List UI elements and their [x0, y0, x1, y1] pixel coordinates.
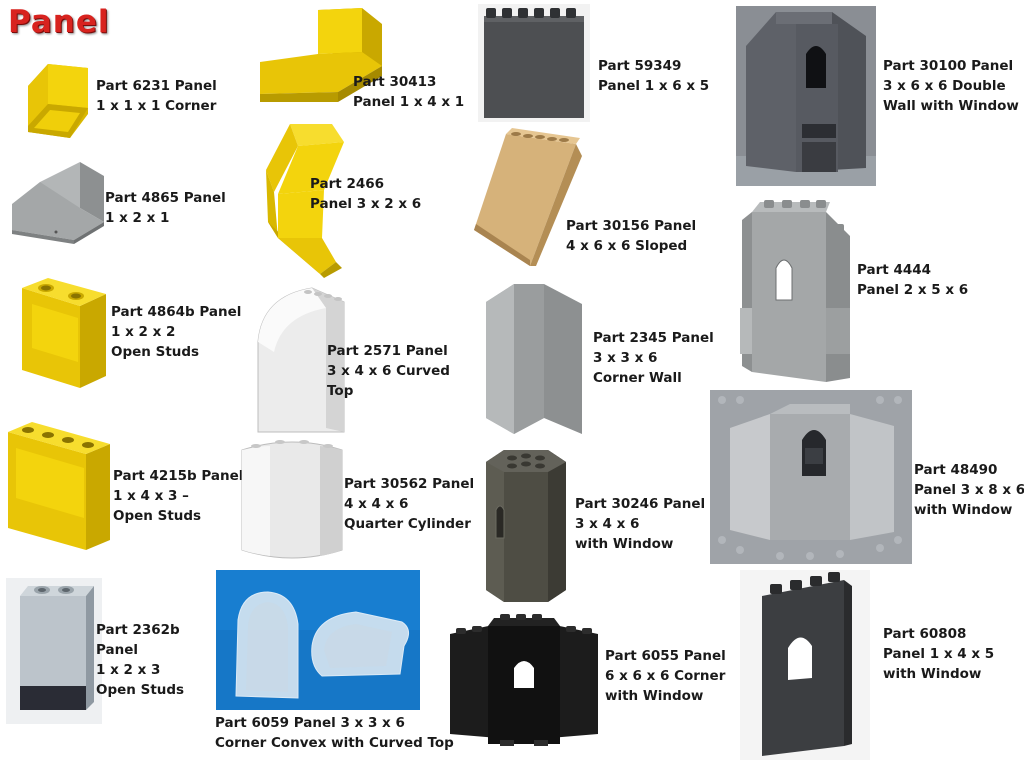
part-2571-image — [252, 282, 348, 438]
part-2362b-image — [6, 578, 102, 724]
page-title: Panel — [8, 4, 110, 40]
part-60808-image — [740, 570, 870, 760]
part-59349-image — [478, 4, 590, 122]
part-48490-image — [710, 390, 912, 564]
part-4215b-image — [6, 418, 112, 560]
part-30562-image — [240, 438, 344, 562]
part-6231-image — [24, 58, 92, 142]
part-4864b-image — [20, 276, 108, 398]
part-2466-image — [262, 118, 346, 278]
part-30156-image — [472, 126, 584, 268]
part-4444-image — [740, 196, 854, 384]
part-30100-image — [736, 6, 876, 186]
part-6059-image — [216, 570, 420, 710]
part-30246-image — [484, 446, 568, 606]
part-4865-image — [10, 160, 106, 246]
part-4215b-label: Part 4215b Panel 1 x 4 x 3 – Open Studs — [113, 468, 244, 524]
part-6055-image — [448, 614, 600, 746]
part-2345-image — [484, 282, 584, 438]
part-30413-image — [258, 8, 384, 104]
part-48490-label: Part 48490 Panel 3 x 8 x 6 with Window — [914, 462, 1024, 518]
